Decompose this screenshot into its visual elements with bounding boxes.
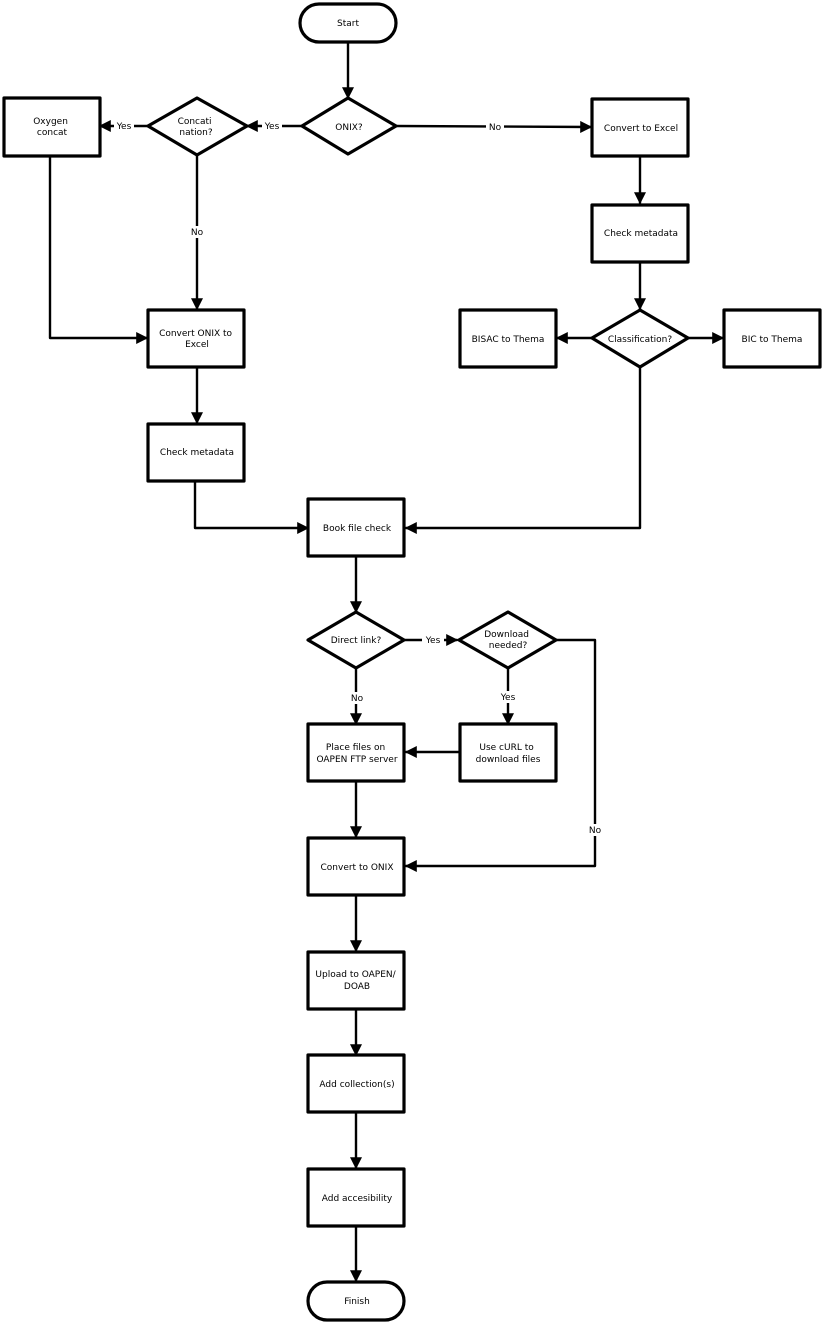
place-files-label: Place files on OAPEN FTP server <box>316 743 397 765</box>
edge-label-concat-no: No <box>191 228 204 238</box>
oxygen-concat-line-1: Oxygen <box>33 117 68 127</box>
use-curl-line-1: Use cURL to <box>479 743 534 753</box>
edges <box>48 40 725 1283</box>
edge-label-onix-yes: Yes <box>264 122 280 132</box>
upload-box <box>306 950 406 1011</box>
onix-label: ONIX? <box>335 123 363 133</box>
finish-label: Finish <box>344 1297 370 1307</box>
use-curl-box <box>458 722 558 783</box>
oxygen-concat-label: Oxygen concat <box>33 117 71 138</box>
direct-link-decision <box>306 610 406 670</box>
edge-download-convert-onix <box>404 638 597 872</box>
oxygen-concat-box <box>2 96 102 158</box>
edge-labels: Yes No Yes No Yes No Yes No <box>114 120 604 836</box>
check-metadata-right-label: Check metadata <box>604 229 678 239</box>
add-collections-box <box>306 1053 406 1114</box>
start-terminal <box>298 2 398 44</box>
convert-to-excel-box <box>590 97 690 158</box>
add-accessibility-label: Add accesibility <box>322 1194 393 1204</box>
bisac-to-thema-label: BISAC to Thema <box>472 335 545 345</box>
check-metadata-left-box <box>146 422 246 483</box>
add-accessibility-box <box>306 1167 406 1228</box>
check-metadata-right-box <box>590 203 690 264</box>
upload-label: Upload to OAPEN/ DOAB <box>315 970 398 992</box>
concatenation-line-2: nation? <box>179 128 212 138</box>
convert-to-onix-box <box>306 836 406 897</box>
edge-label-download-no: No <box>589 826 602 836</box>
bic-to-thema-box <box>722 308 822 369</box>
book-file-check-box <box>306 497 406 558</box>
onix-decision <box>300 96 398 156</box>
finish-terminal <box>306 1280 406 1322</box>
oxygen-concat-line-2: concat <box>37 128 68 138</box>
edge-check-left-bookfile <box>193 479 310 534</box>
convert-onix-to-excel-box <box>146 308 246 369</box>
download-needed-line-1: Download <box>484 630 529 640</box>
edge-label-onix-no: No <box>489 123 502 133</box>
bic-to-thema-label: BIC to Thema <box>742 335 803 345</box>
download-needed-label: Download needed? <box>484 630 532 651</box>
use-curl-line-2: download files <box>476 755 541 765</box>
download-needed-line-2: needed? <box>489 641 528 651</box>
convert-onix-line-2: Excel <box>185 340 209 350</box>
convert-onix-line-1: Convert ONIX to <box>159 329 232 339</box>
upload-line-2: DOAB <box>344 982 370 992</box>
edge-classification-bookfile <box>404 365 642 534</box>
convert-to-excel-label: Convert to Excel <box>604 124 678 134</box>
edge-label-direct-yes: Yes <box>425 636 441 646</box>
direct-link-label: Direct link? <box>331 636 382 646</box>
bisac-to-thema-box <box>458 308 558 369</box>
edge-label-direct-no: No <box>351 694 364 704</box>
classification-label: Classification? <box>608 335 673 345</box>
edge-oxygen-convert-onix <box>48 155 149 344</box>
concatenation-line-1: Concati <box>178 117 212 127</box>
concatenation-decision <box>146 96 249 157</box>
use-curl-label: Use cURL to download files <box>476 743 541 765</box>
place-files-line-2: OAPEN FTP server <box>316 755 397 765</box>
edge-label-concat-yes: Yes <box>116 122 132 132</box>
place-files-line-1: Place files on <box>326 743 385 753</box>
convert-to-onix-label: Convert to ONIX <box>321 863 394 873</box>
upload-line-1: Upload to OAPEN/ <box>315 970 396 980</box>
classification-decision <box>590 308 690 369</box>
start-label: Start <box>337 19 359 29</box>
place-files-box <box>306 722 406 783</box>
convert-onix-to-excel-label: Convert ONIX to Excel <box>159 329 235 350</box>
check-metadata-left-label: Check metadata <box>160 448 234 458</box>
download-needed-decision <box>457 610 558 670</box>
edge-label-download-yes: Yes <box>500 693 516 703</box>
add-collections-label: Add collection(s) <box>319 1080 394 1090</box>
concatenation-label: Concati nation? <box>178 117 215 138</box>
book-file-check-label: Book file check <box>323 524 392 534</box>
